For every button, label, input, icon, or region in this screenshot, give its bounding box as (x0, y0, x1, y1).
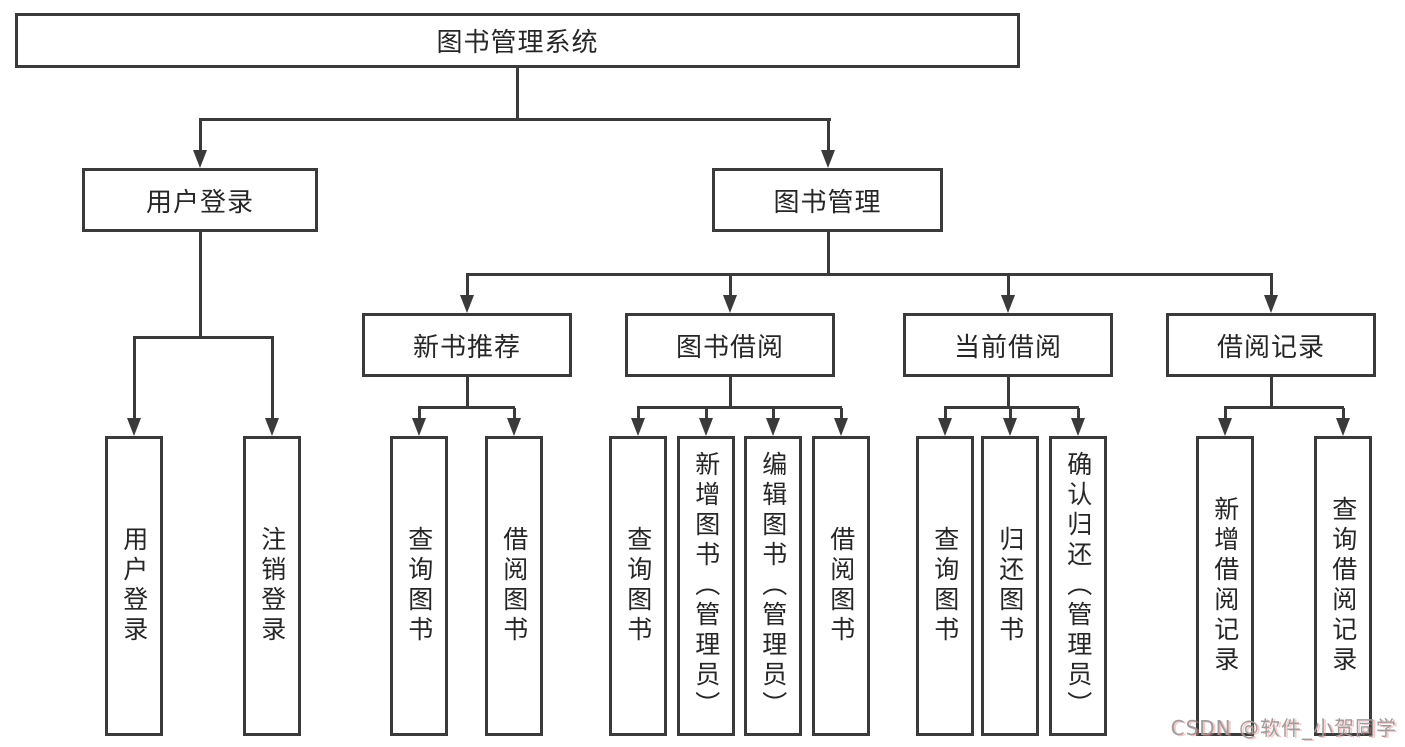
connector-line (637, 408, 640, 418)
node-book-borrow: 图书借阅 (625, 313, 835, 377)
node-label: 当前借阅 (953, 332, 1062, 363)
node-label: 用户登录 (145, 187, 254, 218)
node-leaf-return-books: 归还图书 (981, 436, 1039, 736)
connector-line (199, 120, 202, 150)
node-leaf-query-books-3: 查询图书 (916, 436, 974, 736)
arrowhead-down-icon (1218, 418, 1232, 436)
connector-line (516, 68, 519, 118)
node-label: 新增图书（管理员） (691, 451, 721, 721)
node-leaf-add-books-admin: 新增图书（管理员） (677, 436, 735, 736)
arrowhead-down-icon (699, 418, 713, 436)
node-label: 新书推荐 (412, 332, 521, 363)
connector-line (133, 338, 136, 418)
node-leaf-edit-books-admin: 编辑图书（管理员） (744, 436, 802, 736)
connector-line (944, 408, 947, 418)
connector-line (466, 275, 469, 295)
connector-line (271, 338, 274, 418)
node-label: 借阅图书 (826, 526, 856, 646)
arrowhead-down-icon (631, 418, 645, 436)
connector-line (1270, 377, 1273, 406)
node-leaf-add-borrow-record: 新增借阅记录 (1196, 436, 1254, 736)
node-leaf-borrow-books-2: 借阅图书 (812, 436, 870, 736)
connector-line (1009, 408, 1012, 418)
connector-line (944, 406, 1079, 409)
node-label: 查询图书 (930, 526, 960, 646)
arrowhead-down-icon (766, 418, 780, 436)
node-label: 编辑图书（管理员） (758, 451, 788, 721)
node-label: 确认归还（管理员） (1063, 451, 1093, 721)
arrowhead-down-icon (507, 418, 521, 436)
connector-line (729, 275, 732, 295)
node-book-management: 图书管理 (712, 168, 943, 232)
node-label: 借阅图书 (499, 526, 529, 646)
arrowhead-down-icon (127, 418, 141, 436)
arrowhead-down-icon (1071, 418, 1085, 436)
connector-line (840, 408, 843, 418)
node-label: 图书借阅 (675, 332, 784, 363)
node-leaf-borrow-books-1: 借阅图书 (485, 436, 543, 736)
arrowhead-down-icon (265, 418, 279, 436)
connector-line (637, 406, 842, 409)
node-label: 新增借阅记录 (1210, 496, 1240, 676)
node-label: 借阅记录 (1216, 332, 1325, 363)
connector-line (1342, 408, 1345, 418)
connector-line (1224, 406, 1344, 409)
arrowhead-down-icon (1001, 295, 1015, 313)
connector-line (705, 408, 708, 418)
node-label: 查询图书 (623, 526, 653, 646)
node-library-system: 图书管理系统 (15, 13, 1020, 68)
connector-line (466, 377, 469, 406)
connector-line (1007, 377, 1010, 406)
connector-line (513, 408, 516, 418)
connector-line (199, 232, 202, 336)
node-current-borrow: 当前借阅 (903, 313, 1113, 377)
connector-line (1007, 275, 1010, 295)
node-leaf-confirm-return-admin: 确认归还（管理员） (1049, 436, 1107, 736)
node-borrow-records: 借阅记录 (1166, 313, 1376, 377)
node-leaf-query-books-2: 查询图书 (609, 436, 667, 736)
connector-line (1270, 275, 1273, 295)
arrowhead-down-icon (834, 418, 848, 436)
arrowhead-down-icon (1336, 418, 1350, 436)
node-label: 图书管理系统 (436, 28, 599, 58)
connector-line (199, 118, 831, 121)
connector-line (418, 406, 515, 409)
connector-line (133, 336, 274, 339)
node-new-book-recommend: 新书推荐 (362, 313, 572, 377)
connector-line (827, 120, 830, 150)
connector-line (827, 232, 830, 273)
connector-line (1224, 408, 1227, 418)
connector-line (1077, 408, 1080, 418)
arrowhead-down-icon (1003, 418, 1017, 436)
arrowhead-down-icon (723, 295, 737, 313)
node-leaf-user-login: 用户登录 (105, 436, 163, 736)
connector-line (772, 408, 775, 418)
csdn-watermark: CSDN @软件_小贺同学 (1170, 716, 1397, 740)
connector-line (466, 273, 1273, 276)
arrowhead-down-icon (460, 295, 474, 313)
connector-line (418, 408, 421, 418)
arrowhead-down-icon (821, 150, 835, 168)
node-label: 查询图书 (404, 526, 434, 646)
arrowhead-down-icon (938, 418, 952, 436)
arrowhead-down-icon (1264, 295, 1278, 313)
node-leaf-query-books-1: 查询图书 (390, 436, 448, 736)
node-label: 查询借阅记录 (1328, 496, 1358, 676)
node-label: 归还图书 (995, 526, 1025, 646)
arrowhead-down-icon (193, 150, 207, 168)
arrowhead-down-icon (412, 418, 426, 436)
node-label: 图书管理 (773, 187, 882, 218)
connector-line (729, 377, 732, 406)
node-leaf-logout: 注销登录 (243, 436, 301, 736)
node-user-login: 用户登录 (82, 168, 318, 232)
node-label: 注销登录 (257, 526, 287, 646)
node-label: 用户登录 (119, 526, 149, 646)
node-leaf-query-borrow-record: 查询借阅记录 (1314, 436, 1372, 736)
